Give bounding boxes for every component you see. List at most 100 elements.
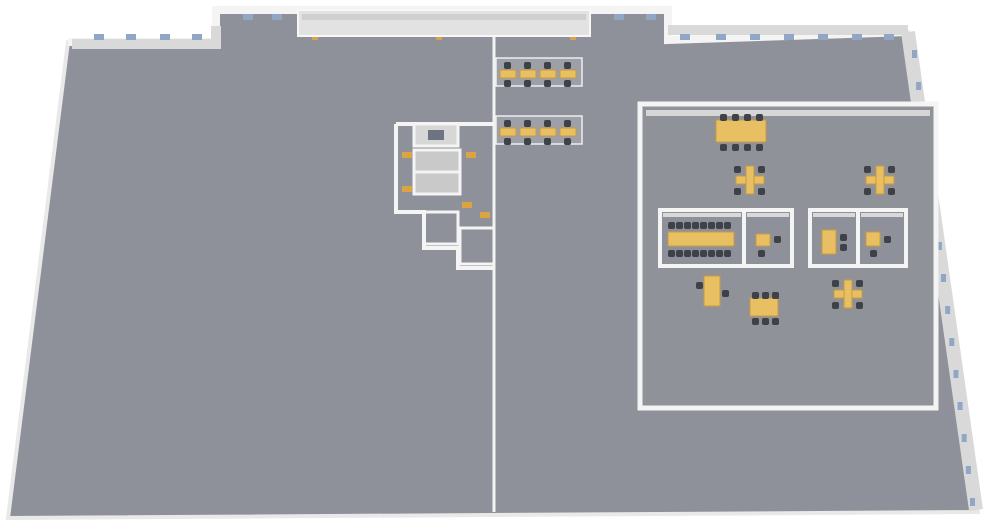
- workstation-block: [495, 57, 583, 145]
- chair: [722, 290, 729, 297]
- desk: [875, 165, 885, 195]
- chair: [504, 120, 511, 127]
- window-pane: [957, 402, 963, 410]
- chair: [684, 222, 691, 229]
- desk: [715, 119, 767, 143]
- chair: [758, 188, 765, 195]
- desk: [559, 69, 577, 79]
- meeting-room: [856, 208, 908, 268]
- window-pane: [716, 34, 726, 40]
- chair: [772, 318, 779, 325]
- chair: [772, 292, 779, 299]
- window-pane: [965, 466, 971, 474]
- window-pane: [916, 82, 922, 90]
- chair: [564, 120, 571, 127]
- chair: [684, 250, 691, 257]
- window-pane: [272, 14, 282, 20]
- chair: [668, 250, 675, 257]
- desk: [539, 69, 557, 79]
- chair: [724, 222, 731, 229]
- chair: [744, 114, 751, 121]
- chair: [832, 302, 839, 309]
- desk: [499, 127, 517, 137]
- chair: [752, 318, 759, 325]
- window-pane: [192, 34, 202, 40]
- chair: [840, 234, 847, 241]
- chair: [864, 166, 871, 173]
- desk: [755, 233, 771, 247]
- window-pane: [94, 34, 104, 40]
- chair: [544, 138, 551, 145]
- chair: [720, 114, 727, 121]
- desk: [559, 127, 577, 137]
- window-pane: [126, 34, 136, 40]
- chair: [524, 120, 531, 127]
- desk: [843, 279, 853, 309]
- chair: [724, 250, 731, 257]
- desk: [519, 127, 537, 137]
- chair: [856, 280, 863, 287]
- desk: [865, 231, 881, 247]
- desk: [749, 297, 779, 317]
- chair: [564, 138, 571, 145]
- chair: [692, 222, 699, 229]
- chair: [774, 236, 781, 243]
- chair: [864, 188, 871, 195]
- chair: [884, 236, 891, 243]
- chair: [692, 250, 699, 257]
- chair: [504, 138, 511, 145]
- window-pane: [884, 34, 894, 40]
- chair: [732, 144, 739, 151]
- chair: [756, 114, 763, 121]
- top-corridor-block: [297, 9, 591, 37]
- chair: [524, 138, 531, 145]
- chair: [668, 222, 675, 229]
- chair: [720, 144, 727, 151]
- desk: [667, 231, 735, 247]
- chair: [762, 292, 769, 299]
- furniture-set: [696, 114, 895, 325]
- chair: [524, 80, 531, 87]
- chair: [504, 80, 511, 87]
- chair: [696, 282, 703, 289]
- window-pane: [750, 34, 760, 40]
- window-pane: [818, 34, 828, 40]
- window-pane: [160, 34, 170, 40]
- chair: [504, 62, 511, 69]
- window-pane: [646, 14, 656, 20]
- chair: [544, 120, 551, 127]
- window-pane: [912, 50, 917, 58]
- desk: [821, 229, 837, 255]
- chair: [732, 114, 739, 121]
- chair: [752, 292, 759, 299]
- chair: [758, 166, 765, 173]
- window-pane: [936, 242, 942, 250]
- window-pane: [680, 34, 690, 40]
- window-pane: [945, 306, 951, 314]
- chair: [870, 250, 877, 257]
- meeting-room-wall-face: [663, 213, 741, 217]
- chair: [734, 188, 741, 195]
- chair: [744, 144, 751, 151]
- meeting-rooms: [658, 208, 908, 268]
- window-pane: [941, 274, 946, 282]
- chair: [762, 318, 769, 325]
- meeting-room-wall-face: [747, 213, 789, 217]
- chair: [544, 62, 551, 69]
- meeting-room-wall-face: [813, 213, 855, 217]
- desk: [519, 69, 537, 79]
- chair: [676, 250, 683, 257]
- chair: [700, 222, 707, 229]
- window-pane: [953, 370, 959, 378]
- chair: [564, 62, 571, 69]
- chair: [756, 144, 763, 151]
- desk: [539, 127, 557, 137]
- service-core: [394, 122, 496, 270]
- chair: [708, 250, 715, 257]
- chair: [700, 250, 707, 257]
- chair: [832, 280, 839, 287]
- chair: [734, 166, 741, 173]
- chair: [564, 80, 571, 87]
- window-pane: [784, 34, 794, 40]
